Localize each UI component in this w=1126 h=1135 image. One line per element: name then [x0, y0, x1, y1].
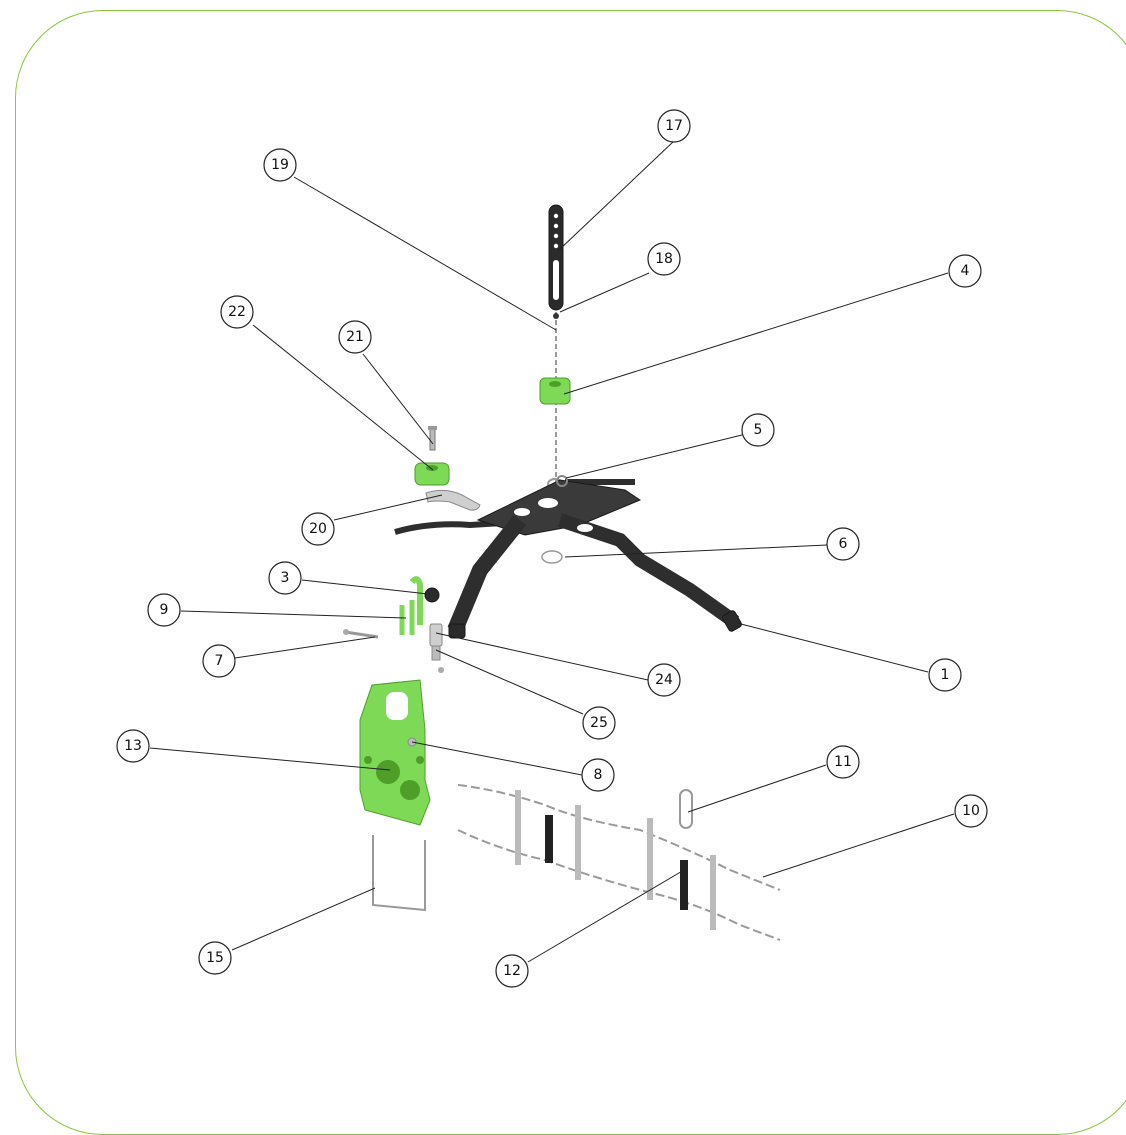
- callout-7: 7: [202, 644, 236, 678]
- callout-7-label: 7: [215, 653, 224, 669]
- callout-19: 19: [263, 148, 297, 182]
- part-20-bracket: [425, 489, 481, 511]
- part-21-screw: [428, 426, 437, 451]
- callout-15: 15: [198, 941, 232, 975]
- callout-21-label: 21: [346, 329, 364, 345]
- callout-13: 13: [116, 729, 150, 763]
- callout-10: 10: [954, 794, 988, 828]
- callout-15-label: 15: [206, 950, 224, 966]
- callout-22-label: 22: [228, 304, 246, 320]
- callout-4: 4: [948, 254, 982, 288]
- part-17-strap: [548, 204, 564, 311]
- callout-18: 18: [647, 242, 681, 276]
- callout-10-label: 10: [962, 803, 980, 819]
- callout-3: 3: [268, 561, 302, 595]
- part-10-chain-assembly: [457, 784, 781, 941]
- callout-3-label: 3: [281, 570, 290, 586]
- callout-24: 24: [647, 663, 681, 697]
- callout-9: 9: [147, 593, 181, 627]
- part-15-wire: [372, 835, 426, 912]
- part-5-ring: [556, 475, 568, 487]
- callout-1-label: 1: [941, 667, 950, 683]
- callout-8-label: 8: [594, 767, 603, 783]
- leader-lines: [149, 140, 955, 963]
- part-1-frame: [394, 479, 742, 639]
- callout-5: 5: [741, 413, 775, 447]
- callout-19-label: 19: [271, 157, 289, 173]
- callout-11-label: 11: [834, 754, 852, 770]
- callout-12: 12: [495, 954, 529, 988]
- callout-17: 17: [657, 109, 691, 143]
- callout-22: 22: [220, 295, 254, 329]
- callout-9-label: 9: [160, 602, 169, 618]
- callout-17-label: 17: [665, 118, 683, 134]
- callout-18-label: 18: [655, 251, 673, 267]
- callout-21: 21: [338, 320, 372, 354]
- part-11-link: [679, 789, 693, 829]
- callout-25: 25: [582, 706, 616, 740]
- callout-6: 6: [826, 527, 860, 561]
- callout-11: 11: [826, 745, 860, 779]
- callout-24-label: 24: [655, 672, 673, 688]
- part-13-plate: [359, 679, 431, 826]
- part-4-clamp: [539, 377, 571, 405]
- part-9-hook: [399, 576, 423, 635]
- part-22-clamp: [414, 462, 450, 486]
- callout-13-label: 13: [124, 738, 142, 754]
- callout-12-label: 12: [503, 963, 521, 979]
- callout-20-label: 20: [309, 521, 327, 537]
- callout-6-label: 6: [839, 536, 848, 552]
- part-3-cap: [424, 587, 440, 603]
- callout-1: 1: [928, 658, 962, 692]
- callout-4-label: 4: [961, 263, 970, 279]
- part-7-bolt: [343, 629, 379, 639]
- callout-25-label: 25: [590, 715, 608, 731]
- part-24-latch: [429, 623, 444, 673]
- callout-8: 8: [581, 758, 615, 792]
- callout-20: 20: [301, 512, 335, 546]
- callout-5-label: 5: [754, 422, 763, 438]
- part-6-ring: [541, 550, 563, 564]
